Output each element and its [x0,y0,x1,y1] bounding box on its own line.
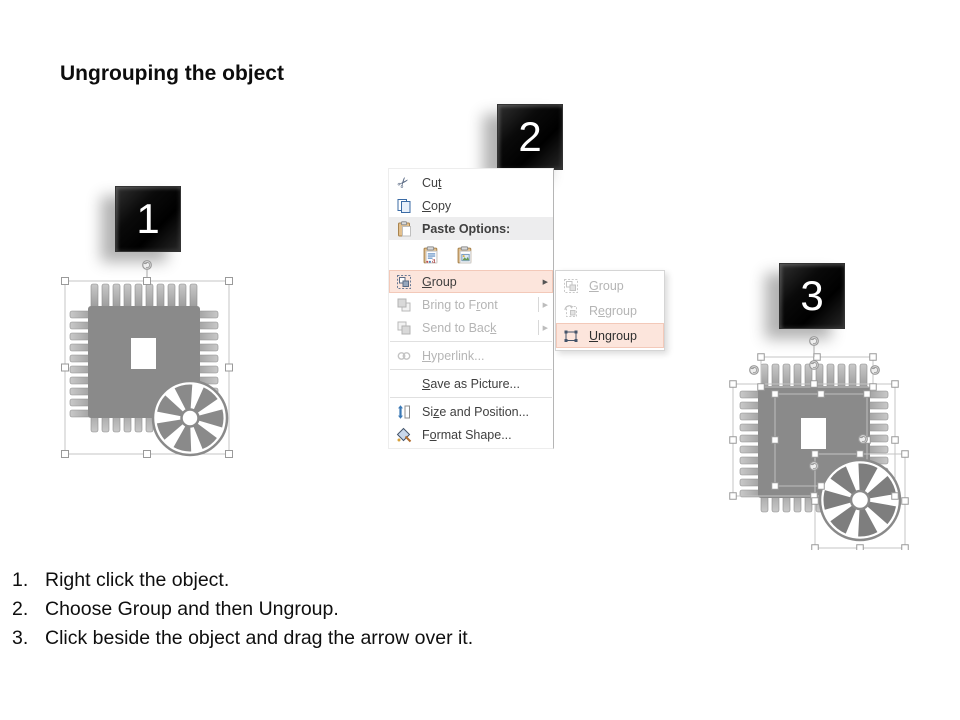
menu-item-format-shape[interactable]: Format Shape... [389,423,553,446]
menu-item-send-to-back: Send to Back ▶ [389,316,553,339]
instruction-text: Click beside the object and drag the arr… [45,627,474,649]
step-3-number: 3 [800,272,824,319]
step-3-badge: 3 [779,263,845,329]
fan-graphic[interactable] [818,458,902,542]
rotation-handles[interactable] [749,336,880,471]
slide-title: Ungrouping the object [60,62,284,85]
menu-item-hyperlink: Hyperlink... [389,344,553,367]
ungroup-icon [559,327,583,345]
step-2-badge: 2 [497,104,563,170]
submenu-item-regroup-label: Regroup [589,303,637,318]
paste-options-label: Paste Options: [422,221,511,236]
menu-item-group[interactable]: Group ▶ [389,270,553,293]
context-menu: ✂ Cut Copy Paste Options: a [388,168,554,449]
blank-icon [392,375,416,393]
menu-item-cut-label: Cut [422,175,442,190]
bring-to-front-icon [392,296,416,314]
menu-item-copy-label: Copy [422,198,452,213]
fan-graphic[interactable] [151,379,229,457]
submenu-arrow-icon: ▶ [542,324,548,332]
step-2-number: 2 [518,113,542,160]
menu-divider-pipe [537,297,539,312]
group-submenu: Group Regroup Ungroup [555,270,665,351]
copy-icon [392,197,416,215]
menu-item-send-to-back-label: Send to Back [422,320,497,335]
menu-item-paste-options: Paste Options: [389,217,553,240]
paste-as-picture-button[interactable] [453,243,478,268]
menu-divider-pipe [537,320,539,335]
menu-item-save-as-picture-label: Save as Picture... [422,376,520,391]
ungrouped-object-step3[interactable] [723,332,919,550]
send-to-back-icon [392,319,416,337]
group-icon [392,273,416,291]
svg-text:a: a [432,256,436,265]
menu-item-copy[interactable]: Copy [389,194,553,217]
menu-item-bring-to-front: Bring to Front ▶ [389,293,553,316]
submenu-item-group: Group [556,273,664,298]
cut-icon: ✂ [394,172,414,193]
submenu-item-ungroup-label: Ungroup [589,328,637,343]
instruction-text: Right click the object. [45,569,230,591]
menu-item-cut[interactable]: ✂ Cut [389,171,553,194]
hyperlink-icon [392,347,416,365]
step-1-badge: 1 [115,186,181,252]
instructions-list: 1. Right click the object. 2. Choose Gro… [12,566,473,653]
menu-separator [390,397,552,398]
submenu-item-ungroup[interactable]: Ungroup [556,323,664,348]
menu-separator [390,341,552,342]
submenu-arrow-icon: ▶ [542,301,548,309]
menu-item-bring-to-front-label: Bring to Front [422,297,498,312]
instruction-number: 1. [12,569,29,591]
menu-item-save-as-picture[interactable]: Save as Picture... [389,372,553,395]
rotation-handle-icon[interactable] [142,260,152,270]
submenu-item-regroup: Regroup [556,298,664,323]
menu-item-group-label: Group [422,274,457,289]
submenu-item-group-label: Group [589,278,624,293]
paste-options-buttons: a [389,240,553,270]
instruction-number: 2. [12,598,29,620]
paste-icon [392,220,416,238]
instruction-line-1: 1. Right click the object. [12,566,473,595]
grouped-object-step1[interactable] [58,256,234,462]
menu-item-size-and-position-label: Size and Position... [422,404,530,419]
instruction-text: Choose Group and then Ungroup. [45,598,339,620]
instruction-line-2: 2. Choose Group and then Ungroup. [12,595,473,624]
paste-keep-source-formatting-button[interactable]: a [419,243,444,268]
menu-item-format-shape-label: Format Shape... [422,427,512,442]
instruction-line-3: 3. Click beside the object and drag the … [12,624,473,653]
instruction-number: 3. [12,627,29,649]
regroup-icon-disabled [559,302,583,320]
menu-separator [390,369,552,370]
submenu-arrow-icon: ▶ [542,278,548,286]
menu-item-size-and-position[interactable]: Size and Position... [389,400,553,423]
group-icon-disabled [559,277,583,295]
size-and-position-icon [392,403,416,421]
format-shape-icon [392,426,416,444]
menu-item-hyperlink-label: Hyperlink... [422,348,485,363]
step-1-number: 1 [136,195,160,242]
